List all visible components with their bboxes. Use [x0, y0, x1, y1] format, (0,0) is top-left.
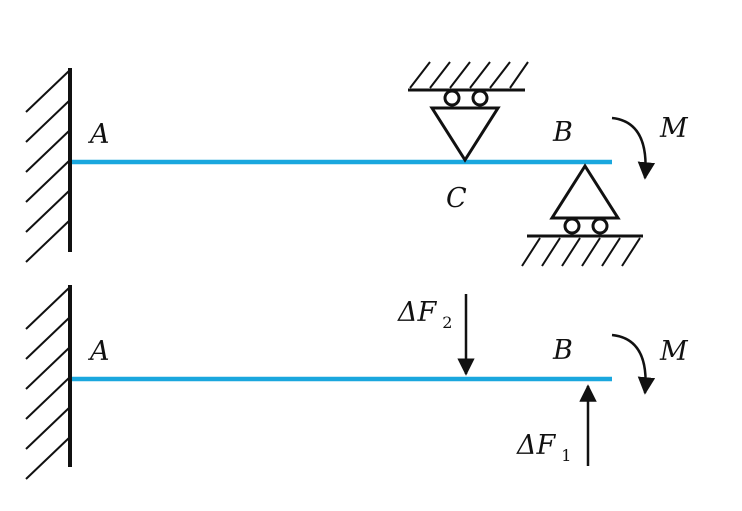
label-force-f1: ΔF 1: [516, 430, 571, 465]
label-m-bottom: M: [659, 336, 689, 367]
label-force-f2: ΔF 2: [397, 297, 452, 332]
roller-support-c: [408, 61, 529, 163]
label-m-top: M: [659, 113, 689, 144]
label-force-f2-sub: 2: [442, 313, 452, 332]
fixed-wall-top: [25, 68, 72, 263]
label-a-top: A: [87, 119, 110, 150]
bottom-system: A B M ΔF 2 ΔF 1: [25, 285, 689, 480]
roller-support-b: [521, 163, 643, 267]
moment-arrow-bottom: [611, 333, 656, 395]
label-b-bottom: B: [552, 335, 573, 366]
label-force-f2-main: ΔF: [397, 297, 437, 328]
moment-arrow-top: [611, 116, 656, 180]
top-system: A B C M: [25, 61, 689, 267]
label-force-f1-sub: 1: [561, 446, 571, 465]
fixed-wall-bottom: [25, 285, 72, 480]
label-b-top: B: [552, 117, 573, 148]
label-a-bottom: A: [87, 336, 110, 367]
label-force-f1-main: ΔF: [516, 430, 556, 461]
label-c: C: [446, 183, 467, 214]
